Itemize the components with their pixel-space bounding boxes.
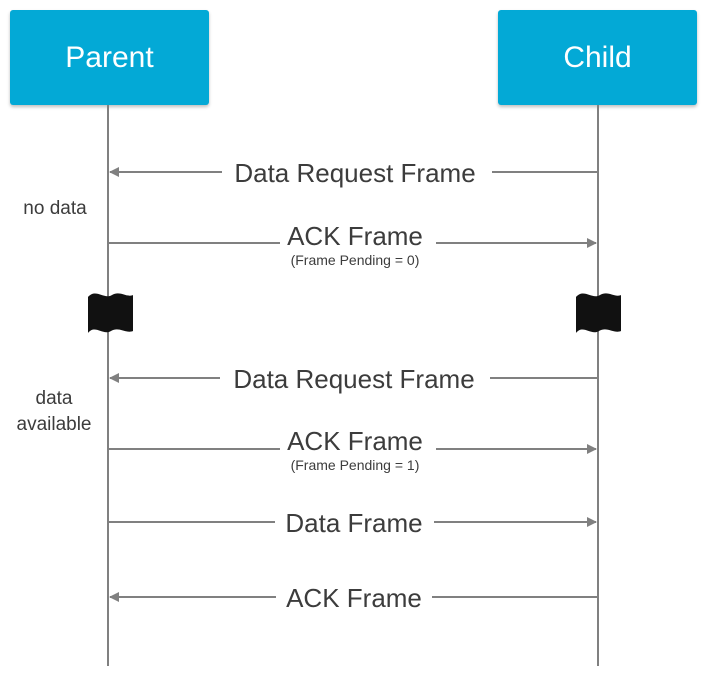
message-label: Data Request Frame [234,158,475,188]
message-data-request-2: Data Request Frame [109,364,597,394]
message-label: ACK Frame [287,221,423,251]
note-text: no data [23,198,87,219]
message-data-frame: Data Frame [109,508,597,538]
parent-actor-box: Parent [10,10,209,105]
message-data-request-1: Data Request Frame [109,158,597,188]
message-label: ACK Frame [287,426,423,456]
message-sublabel: (Frame Pending = 0) [291,252,420,268]
message-sublabel: (Frame Pending = 1) [291,457,420,473]
child-break-mark [576,293,621,333]
child-actor-box: Child [498,10,697,105]
message-label: Data Frame [285,508,422,538]
message-label: Data Request Frame [233,364,474,394]
message-ack-2: ACK Frame (Frame Pending = 1) [109,426,597,473]
note-text: data [35,388,73,409]
message-ack-1: ACK Frame (Frame Pending = 0) [109,221,597,268]
note-text: available [16,414,92,435]
note-no-data: no data [12,196,98,222]
parent-break-mark [88,293,133,333]
message-label: ACK Frame [286,583,422,613]
note-data-available: data available [4,386,104,438]
parent-actor-label: Parent [65,40,154,74]
child-actor-label: Child [563,40,632,74]
message-ack-3: ACK Frame [109,583,597,613]
